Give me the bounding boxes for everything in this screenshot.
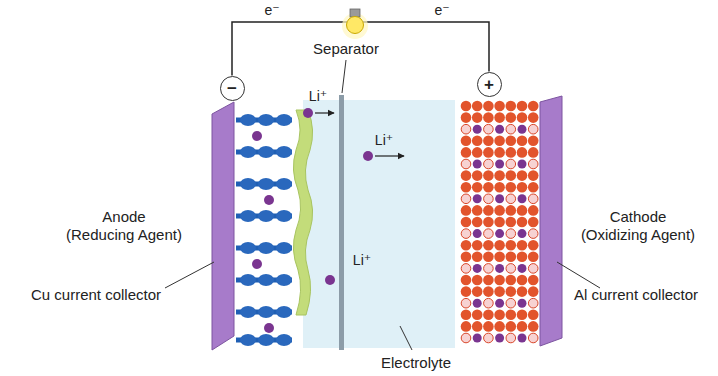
ion-label: Li⁺: [309, 88, 327, 105]
graphite-anode: [236, 114, 292, 346]
electrolyte-region: [303, 100, 455, 348]
terminal-sign: −: [227, 80, 237, 97]
ion-label: Li⁺: [353, 252, 371, 269]
terminal-circle: +: [477, 72, 502, 97]
electron-label: e⁻: [434, 2, 449, 19]
cu-current-collector: [212, 102, 234, 350]
lithium-ion-arrows: [303, 108, 404, 285]
separator-label: Separator: [313, 40, 379, 58]
ion-label: Li⁺: [375, 132, 393, 149]
collector-label: Al current collector: [574, 286, 698, 304]
cathode-particles: [461, 101, 539, 343]
anode-label: Anode (Reducing Agent): [66, 208, 182, 244]
sei-layer: [293, 110, 312, 315]
leader-lines: [165, 60, 600, 350]
cathode-label: Cathode (Oxidizing Agent): [581, 208, 695, 244]
terminal-sign: +: [484, 76, 494, 93]
terminal-circle: −: [220, 76, 245, 101]
al-current-collector: [540, 96, 562, 346]
electron-label: e⁻: [264, 2, 279, 19]
separator-membrane: [339, 95, 344, 350]
collector-label: Cu current collector: [31, 286, 161, 304]
electrolyte-label: Electrolyte: [381, 354, 451, 372]
